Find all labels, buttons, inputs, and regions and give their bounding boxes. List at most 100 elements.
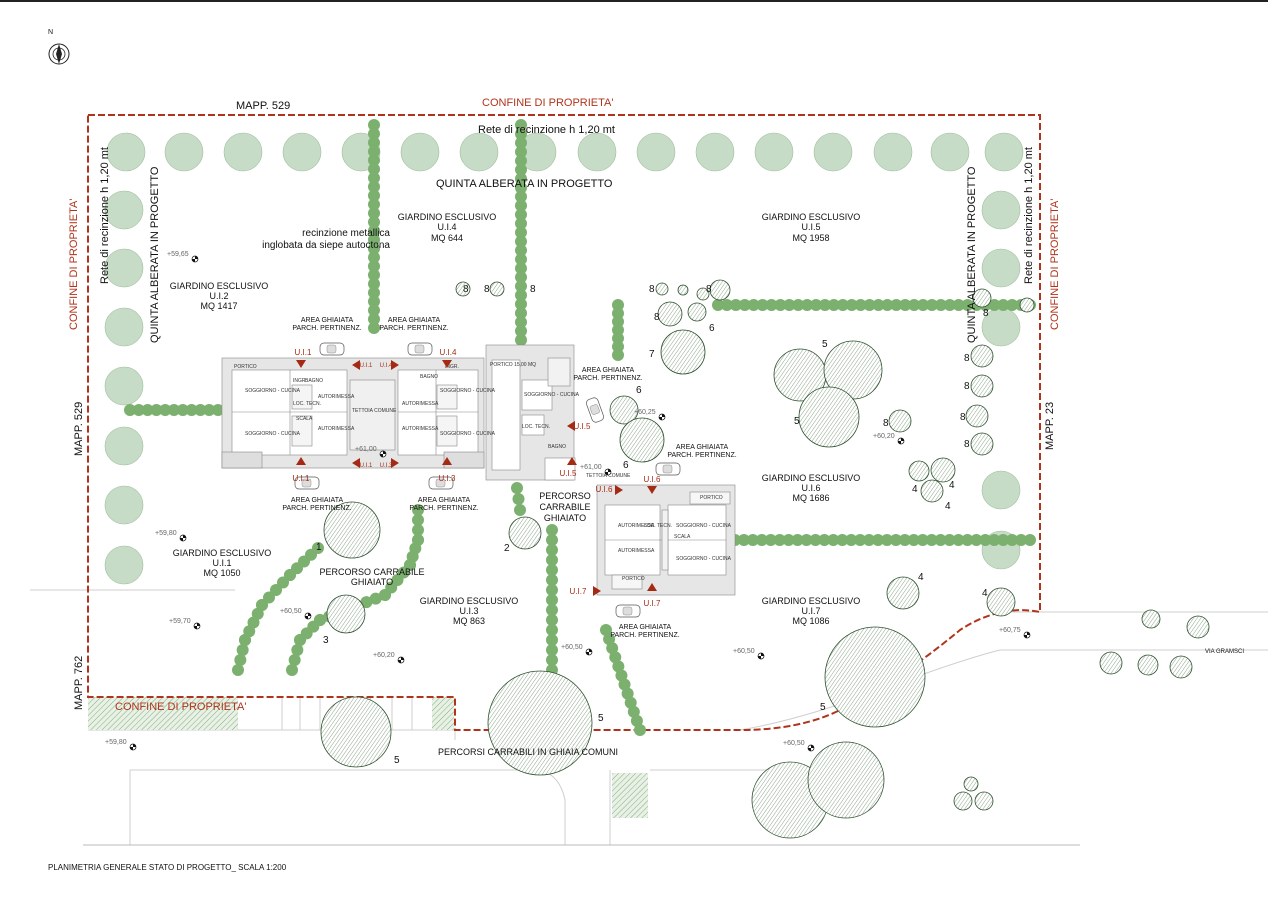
- tree-number: 5: [820, 702, 826, 713]
- unit-marker-icon: [567, 457, 577, 465]
- hedge-shrub: [368, 304, 380, 317]
- elevation-marker: +59,80: [105, 739, 137, 751]
- svg-text:PORTICO: PORTICO: [700, 495, 723, 501]
- hedge-shrub: [263, 591, 275, 604]
- hedge-shrub: [800, 534, 813, 546]
- garden-ui1: GIARDINO ESCLUSIVO U.I.1 MQ 1050: [173, 548, 272, 578]
- hedge-shrub: [515, 119, 527, 131]
- hedge-shrub: [379, 589, 391, 601]
- hedge-shrub: [809, 534, 822, 546]
- parking-ui6: AREA GHIAIATA PARCH. PERTINENZ.: [667, 444, 736, 459]
- hedge-shrub: [612, 307, 624, 320]
- hedge-shrub: [515, 163, 527, 176]
- driveway-left-line2: GHIAIATO: [351, 577, 393, 587]
- hedge-note-line1: recinzione metallica: [302, 228, 390, 239]
- hedge-shrub: [368, 207, 380, 220]
- svg-text:SOGGIORNO - CUCINA: SOGGIORNO - CUCINA: [440, 388, 496, 394]
- hedge-shrub: [368, 260, 380, 273]
- building-room-labels: PORTICO SOGGIORNO - CUCINA SOGGIORNO - C…: [234, 362, 732, 582]
- unit-marker-icon: [442, 360, 452, 368]
- svg-text:SOGGIORNO - CUCINA: SOGGIORNO - CUCINA: [676, 523, 732, 529]
- hedge-shrub: [546, 644, 558, 656]
- hedge-shrub: [515, 253, 527, 266]
- hedge-note-line2: inglobata da siepe autoctona: [262, 240, 390, 251]
- svg-text:PARCH. PERTINENZ.: PARCH. PERTINENZ.: [292, 325, 361, 332]
- hedge-shrub: [546, 604, 558, 616]
- fence-label-right: Rete di recinzione h 1,20 mt: [1023, 147, 1035, 284]
- hedge-shrub: [288, 654, 301, 666]
- hedge-shrub: [1024, 534, 1036, 546]
- hedge-shrub: [618, 678, 631, 691]
- unit-marker-icon: [296, 457, 306, 465]
- svg-text:MQ 1958: MQ 1958: [792, 233, 829, 243]
- svg-text:SOGGIORNO - CUCINA: SOGGIORNO - CUCINA: [245, 431, 301, 437]
- svg-text:PARCH. PERTINENZ.: PARCH. PERTINENZ.: [573, 375, 642, 382]
- hedge-shrub: [286, 664, 298, 676]
- svg-text:TETTOIA COMUNE: TETTOIA COMUNE: [352, 408, 397, 414]
- unit-label: U.I.1: [360, 363, 373, 369]
- hedge-shrub: [606, 642, 619, 655]
- hedge-shrub: [872, 534, 885, 546]
- hedge-shrub: [515, 280, 527, 293]
- hedge-shrub: [943, 299, 956, 311]
- hedge-shrub: [368, 145, 380, 158]
- specimen-tree: [323, 501, 381, 559]
- specimen-tree: [1019, 297, 1035, 313]
- hedge-shrub: [872, 299, 885, 311]
- elevation-marker: +60,25: [634, 409, 666, 421]
- svg-text:SCALA: SCALA: [674, 534, 691, 540]
- hedge-shrub: [194, 404, 207, 416]
- specimen-tree: [807, 741, 885, 819]
- specimen-tree: [619, 417, 665, 463]
- perimeter-tree: [106, 132, 146, 172]
- hedge-shrub: [952, 299, 965, 311]
- driveway-center-line3: GHIAIATO: [544, 513, 586, 523]
- hedge-shrub: [360, 596, 373, 609]
- garden-ui6: GIARDINO ESCLUSIVO U.I.6 MQ 1686: [762, 473, 861, 503]
- unit-marker-icon: [647, 583, 657, 591]
- hedge-shrub: [624, 696, 637, 709]
- frame-top: [0, 0, 1268, 2]
- hedge-shrub: [979, 534, 992, 546]
- elevation-marker: +60,50: [561, 644, 593, 656]
- hedge-shrub: [908, 299, 921, 311]
- specimen-tree: [963, 776, 979, 792]
- hedge-shrub: [368, 313, 380, 326]
- hedge-shrub: [738, 299, 751, 311]
- hedge-shrub: [612, 299, 624, 311]
- boundary-label-left: CONFINE DI PROPRIETA': [68, 199, 80, 330]
- hedge-shrub: [150, 404, 163, 416]
- unit-label: U.I.6: [596, 485, 613, 494]
- hedge-shrub: [863, 534, 876, 546]
- hedge-shrub: [234, 654, 247, 666]
- svg-text:GIARDINO ESCLUSIVO: GIARDINO ESCLUSIVO: [173, 548, 272, 558]
- svg-text:AREA GHIAIATA: AREA GHIAIATA: [301, 317, 354, 324]
- svg-text:+60,25: +60,25: [634, 409, 656, 416]
- hedge-shrub: [925, 299, 938, 311]
- hedge-shrub: [546, 614, 558, 626]
- tree-number: 4: [918, 572, 924, 583]
- hedge-shrub: [765, 299, 778, 311]
- svg-text:+60,50: +60,50: [561, 644, 583, 651]
- hedge-shrub: [232, 664, 244, 676]
- car-icon: [655, 462, 681, 476]
- hedge-shrub: [916, 534, 929, 546]
- tree-number: 8: [964, 439, 970, 450]
- svg-text:PARCH. PERTINENZ.: PARCH. PERTINENZ.: [282, 505, 351, 512]
- perimeter-tree: [104, 307, 144, 347]
- specimen-tree: [326, 594, 366, 634]
- hedge-shrub: [515, 262, 527, 275]
- perimeter-trees: [104, 132, 1024, 585]
- specimen-tree: [972, 288, 992, 308]
- green-area-bottom: [612, 773, 648, 818]
- hedge-shrub: [141, 404, 154, 416]
- hedge-shrub: [368, 233, 380, 246]
- car-icon: [319, 342, 345, 356]
- svg-text:AREA GHIAIATA: AREA GHIAIATA: [418, 497, 471, 504]
- svg-text:AREA GHIAIATA: AREA GHIAIATA: [619, 624, 672, 631]
- boundary-label-right: CONFINE DI PROPRIETA': [1049, 199, 1061, 330]
- hedge-shrub: [203, 404, 216, 416]
- hedge-shrub: [845, 534, 858, 546]
